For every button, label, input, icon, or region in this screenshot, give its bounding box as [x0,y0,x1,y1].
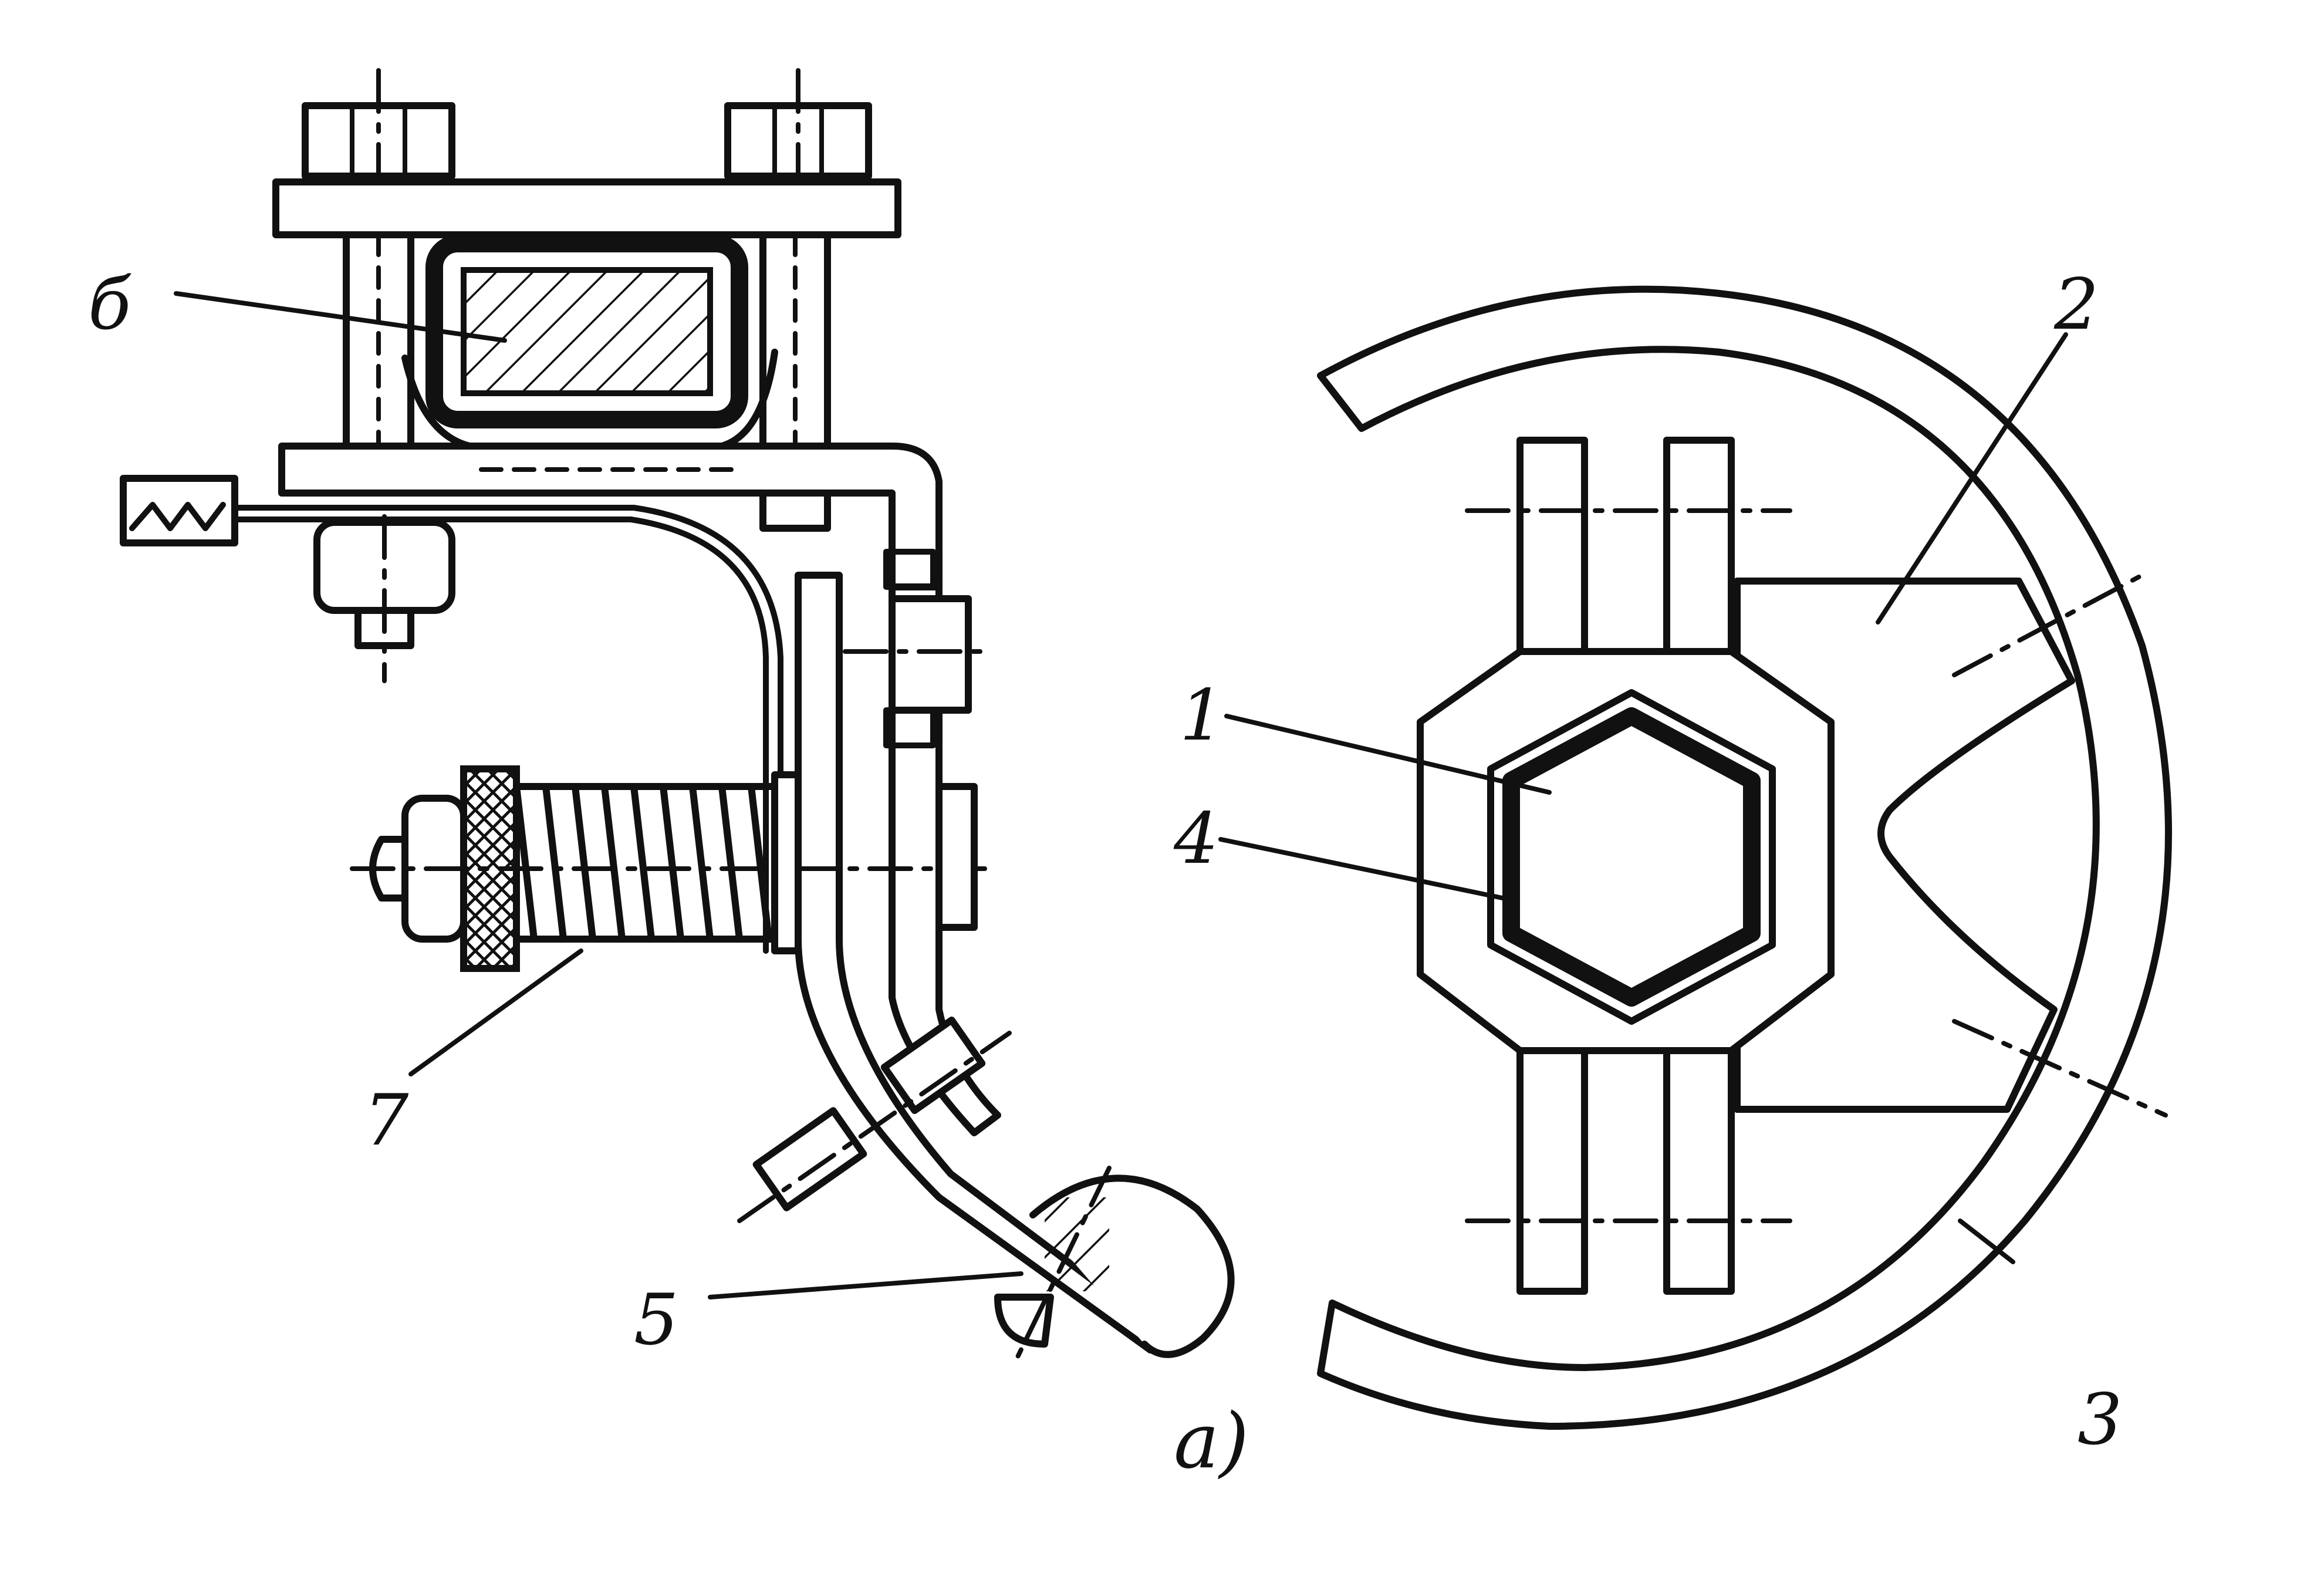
outer-ring [1317,285,2172,1430]
hinge-pin [843,549,994,748]
lower-nut [313,514,455,683]
magnet-core [401,235,778,450]
leaf-spring [279,505,783,954]
top-bolt-right [724,68,872,190]
labels: б 7 5 1 4 2 3 а) [88,264,2122,1486]
lead-wire [120,475,285,546]
leader-lines [174,291,2068,1299]
upper-plate [272,178,901,238]
label-4: 4 [1173,798,1218,880]
label-3: 3 [2078,1379,2122,1461]
label-2: 2 [2053,264,2099,346]
right-assembly [1317,285,2172,1430]
top-bolt-left [302,68,455,190]
label-5: 5 [634,1280,678,1361]
label-7: 7 [364,1080,409,1162]
contact-head [994,1166,1235,1364]
coil-spring [513,771,802,954]
label-6: б [88,264,131,346]
hex-nut [1487,689,1776,1025]
label-1: 1 [1180,675,1224,757]
caption-a: а) [1174,1396,1249,1486]
lever-screws [737,1016,1012,1223]
left-assembly [120,68,1235,1364]
